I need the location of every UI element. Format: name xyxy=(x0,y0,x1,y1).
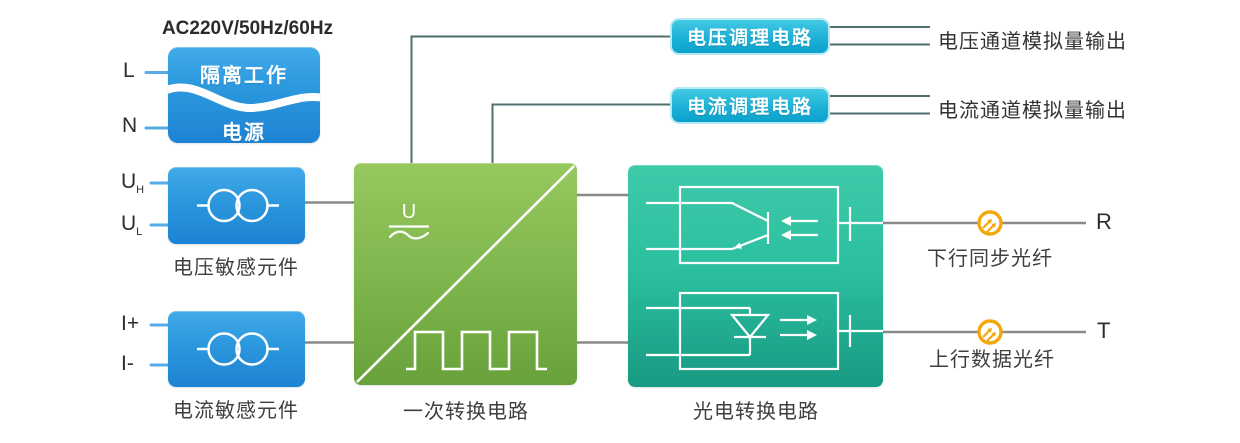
terminal-i-minus: I- xyxy=(121,352,134,375)
voltage-analog-output-label: 电压通道模拟量输出 xyxy=(938,31,1127,53)
photoelectric-converter-label: 光电转换电路 xyxy=(693,401,819,423)
terminal-t: T xyxy=(1097,318,1111,343)
power-module-label-top: 隔离工作 xyxy=(200,65,288,87)
wire-primary-to-current-conditioning xyxy=(491,103,670,163)
current-sensor-box xyxy=(168,311,305,387)
ac-voltage-symbol-letter: U xyxy=(402,201,416,223)
terminal-n: N xyxy=(122,114,138,137)
voltage-sensor-label: 电压敏感元件 xyxy=(173,257,299,279)
current-analog-output-label: 电流通道模拟量输出 xyxy=(938,100,1127,122)
downlink-fiber-label: 下行同步光纤 xyxy=(927,248,1053,270)
current-conditioning-box: 电流调理电路 xyxy=(670,87,830,124)
photoelectric-converter-box xyxy=(628,165,883,387)
current-sensor-label: 电流敏感元件 xyxy=(173,400,299,422)
uplink-fiber-label: 上行数据光纤 xyxy=(929,349,1055,371)
terminal-uh-sub: H xyxy=(136,184,145,197)
power-module-label-bottom: 电源 xyxy=(222,122,266,143)
voltage-sensor-box xyxy=(168,167,305,244)
terminal-r: R xyxy=(1096,209,1112,234)
fiber-connector-uplink-icon xyxy=(977,319,1003,345)
terminal-i-plus: I+ xyxy=(121,312,140,335)
terminal-uh-main: U xyxy=(121,170,137,193)
primary-converter-label: 一次转换电路 xyxy=(403,401,529,423)
terminal-uh: UH xyxy=(121,170,144,196)
terminal-ul-sub: L xyxy=(136,226,143,239)
opto-transmitter-icon xyxy=(646,291,883,371)
voltage-conditioning-box: 电压调理电路 xyxy=(670,18,830,55)
optocoupler-symbols xyxy=(646,185,883,371)
diagram-title: AC220V/50Hz/60Hz xyxy=(161,18,334,39)
opto-receiver-icon xyxy=(646,185,883,265)
fiber-connector-downlink-icon xyxy=(977,210,1003,236)
transformer-icon xyxy=(197,188,279,223)
terminal-ul: UL xyxy=(121,212,142,238)
primary-converter-box: U xyxy=(354,163,577,385)
square-wave-icon xyxy=(406,330,547,371)
current-conditioning-label: 电流调理电路 xyxy=(686,97,813,118)
sine-wave-divider-icon xyxy=(168,83,320,113)
transformer-icon xyxy=(197,332,279,366)
power-module-box: 隔离工作 电源 xyxy=(168,47,320,143)
ac-voltage-symbol-icon: U xyxy=(388,201,430,240)
voltage-conditioning-label: 电压调理电路 xyxy=(686,28,813,49)
terminal-l: L xyxy=(123,59,135,82)
diagonal-divider-icon xyxy=(356,165,575,383)
terminal-ul-main: U xyxy=(121,212,137,235)
wire-primary-to-voltage-conditioning xyxy=(410,35,670,163)
